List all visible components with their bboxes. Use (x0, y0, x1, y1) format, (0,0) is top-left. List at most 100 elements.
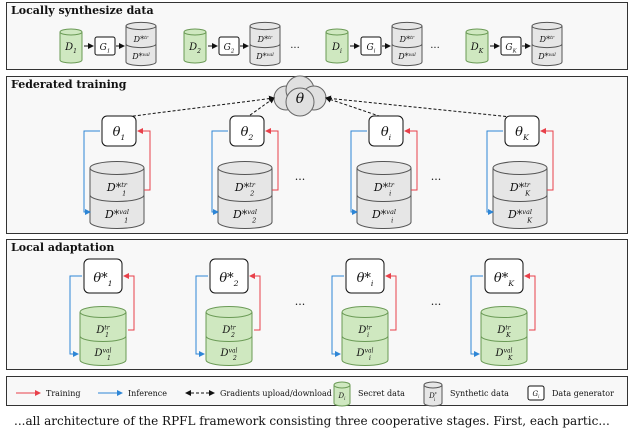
synth-group-2-val-label: D*val (255, 52, 274, 61)
adapt-model-2-data-cylinder (205, 305, 253, 367)
adapt-model-3-box (345, 258, 385, 294)
adapt-model-4-box (484, 258, 524, 294)
synth-group-4-synthetic-cylinder-top (531, 21, 563, 31)
synth-group-2-generator-label: G2 (224, 43, 235, 55)
adapt-ellipsis-1: ... (295, 295, 306, 308)
adapt-model-4-data-cylinder-body (480, 312, 528, 367)
fed-model-2-data-cylinder (217, 161, 273, 229)
adapt-model-1-label: θ*1 (93, 271, 112, 288)
fed-model-3-data-cylinder-top (356, 161, 412, 175)
synth-group-3-secret-cylinder-body (325, 32, 349, 64)
synthesize-panel: Locally synthesize data (6, 2, 628, 70)
fed-model-3-label: θi (381, 125, 392, 142)
synth-group-4-secret-cylinder-top (465, 28, 489, 36)
fed-model-1-gradient-link (117, 95, 275, 119)
synth-group-4-generator-box (500, 36, 522, 56)
synth-group-2-secret-cylinder (183, 28, 207, 64)
adapt-model-3-label: θ*i (357, 271, 374, 288)
legend-gradients-label: Gradients upload/download (220, 389, 332, 398)
synth-group-3-synthetic-cylinder-divider (391, 43, 423, 49)
synth-group-2-synthetic-cylinder-top (249, 21, 281, 31)
legend-panel (6, 376, 628, 406)
synth-group-2-tr-label: D*tr (257, 35, 273, 44)
synth-group-3-generator-label: Gi (367, 43, 376, 55)
adapt-model-2-data-cylinder-body (205, 312, 253, 367)
synth-group-2-secret-cylinder-top (183, 28, 207, 36)
synth-group-3-synthetic-cylinder-body (391, 26, 423, 67)
fed-model-4-data-cylinder-top (492, 161, 548, 175)
fed-model-4-training-arrow (540, 128, 554, 191)
synth-group-1-tr-label: D*tr (133, 35, 149, 44)
synth-group-3-secret-cylinder (325, 28, 349, 64)
synth-group-4-synthetic-cylinder-body (531, 26, 563, 67)
synth-group-4-secret-cylinder-body (465, 32, 489, 64)
adapt-model-3-data-cylinder-divider (341, 335, 389, 343)
synth-group-4-secret-cylinder (465, 28, 489, 64)
legend-secret-symbol: Di (338, 392, 347, 401)
fed-model-2-inference-arrow-a (211, 130, 228, 215)
synth-group-1-secret-cylinder-body (59, 32, 83, 64)
synth-group-1-secret-cylinder (59, 28, 83, 64)
synth-group-4-synthetic-cylinder-divider (531, 43, 563, 49)
adapt-ellipsis-2: ... (431, 295, 442, 308)
legend-synthetic-cylinder-body (423, 385, 443, 407)
federated-panel-title: Federated training (11, 78, 127, 91)
synth-group-2-synthetic-cylinder (249, 21, 281, 67)
figure-caption: ...all architecture of the RPFL framewor… (14, 414, 610, 428)
synth-group-3-synthetic-cylinder (391, 21, 423, 67)
adapt-model-4-training-arrow (524, 273, 536, 331)
synth-group-4-secret-label: DK (470, 42, 484, 55)
fed-model-3-gradient-link (325, 96, 386, 119)
fed-model-2-box (229, 115, 265, 147)
synth-group-3-val-label: D*val (397, 52, 416, 61)
fed-model-1-box (101, 115, 137, 147)
synth-group-1-secret-cylinder-top (59, 28, 83, 36)
synth-ellipsis-1: ... (290, 40, 300, 51)
synth-ellipsis-2: ... (430, 40, 440, 51)
adapt-model-4-label: θ*K (494, 271, 515, 288)
fed-model-4-label: θK (515, 125, 530, 142)
adapt-model-2-box (209, 258, 249, 294)
fed-model-3-data-cylinder-body (356, 168, 412, 229)
fed-model-1-data-cylinder-body (89, 168, 145, 229)
adapt-model-2-data-cylinder-top (205, 305, 253, 319)
synth-group-2-synthetic-cylinder-body (249, 26, 281, 67)
synth-group-4-generator-label: GK (505, 43, 517, 55)
adapt-model-1-box (83, 258, 123, 294)
fed-model-3-data-cylinder-divider (356, 194, 412, 202)
adapt-model-2-data-cylinder-divider (205, 335, 253, 343)
legend-secret-cylinder-body (333, 385, 351, 407)
legend-generator-symbol: Gi (533, 390, 541, 399)
synth-group-3-generator-box (360, 36, 382, 56)
legend-generator-box (527, 385, 545, 401)
synth-group-2-generator-box (218, 36, 240, 56)
fed-model-4-gradient-link (325, 95, 522, 119)
synth-group-3-secret-label: Di (331, 42, 342, 55)
fed-model-1-data-cylinder (89, 161, 145, 229)
synthesize-panel-title: Locally synthesize data (11, 4, 154, 17)
cloud-puff-4 (285, 87, 315, 117)
legend-training-label: Training (46, 389, 80, 398)
synth-group-1-secret-label: D1 (64, 42, 77, 55)
legend-secret-cylinder-top (333, 381, 351, 389)
synth-group-2-secret-label: D2 (188, 42, 201, 55)
fed-model-4-data-cylinder-divider (492, 194, 548, 202)
fed-model-2-data-cylinder-divider (217, 194, 273, 202)
legend-synthetic-label: Synthetic data (450, 389, 509, 398)
synth-group-1-synthetic-cylinder-top (125, 21, 157, 31)
adapt-model-1-data-cylinder-divider (79, 335, 127, 343)
synth-group-1-generator-label: G1 (100, 43, 111, 55)
adapt-model-1-training-arrow (123, 273, 135, 331)
legend-synthetic-cylinder (423, 381, 443, 407)
fed-model-2-data-cylinder-top (217, 161, 273, 175)
